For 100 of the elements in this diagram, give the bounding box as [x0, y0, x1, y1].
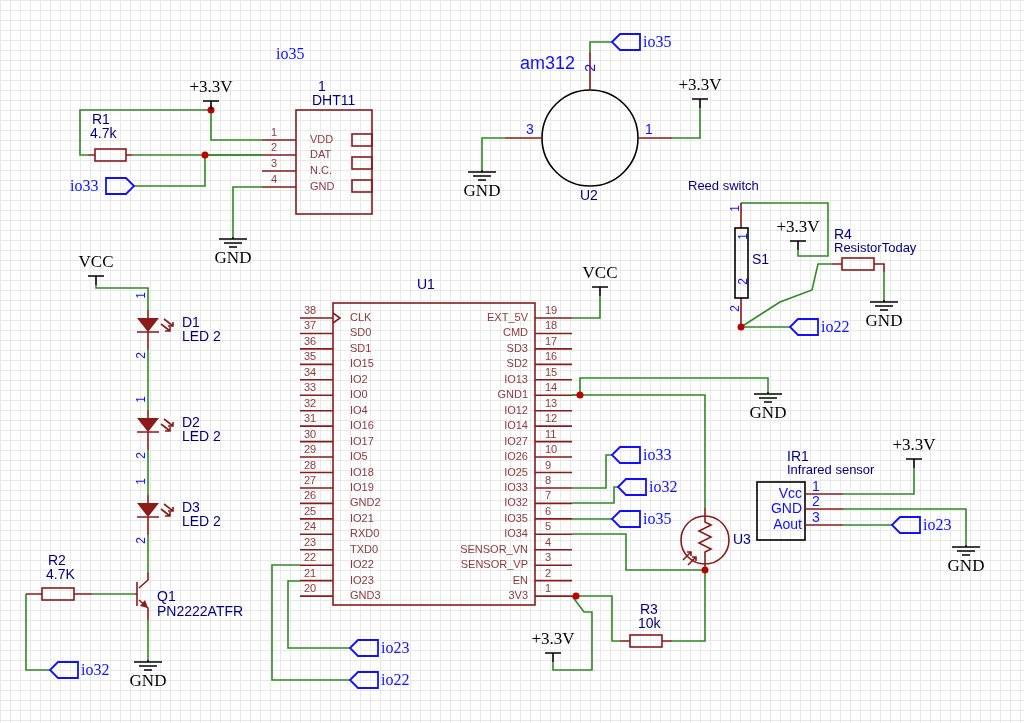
wire [769, 202, 829, 257]
pin-name: IO23 [350, 574, 374, 586]
part-value: LED 2 [182, 514, 221, 528]
resistor-symbol [620, 602, 672, 650]
wire [571, 595, 621, 642]
ic-symbol [300, 276, 572, 607]
wire [481, 137, 506, 171]
pin-name: IO13 [504, 373, 528, 385]
pin-name: SENSOR_VP [460, 559, 528, 571]
wire [671, 107, 701, 139]
pin-name: Vcc [778, 486, 802, 500]
reference-designator: D3 [182, 500, 200, 514]
pin-number: 1 [737, 233, 749, 240]
wire [287, 580, 351, 649]
ground-label: GND [946, 557, 986, 574]
ground-label: GND [128, 672, 168, 689]
pin-name: GND [310, 181, 335, 192]
wire [147, 534, 149, 573]
pin-name: TXD0 [350, 543, 379, 555]
resistor-symbol [88, 112, 132, 164]
resistor-symbol [26, 553, 92, 602]
pin-number: 2 [135, 352, 147, 359]
pin-name: GND2 [350, 497, 381, 509]
net-label: io33 [643, 447, 672, 463]
pin-number: 26 [304, 490, 317, 502]
pin-number: 38 [304, 305, 317, 316]
pin-number: 10 [545, 444, 558, 456]
pin-name: VDD [310, 134, 334, 145]
pin-number: 1 [135, 478, 147, 485]
reference-designator: R4 [834, 227, 852, 241]
pin-name: SD0 [350, 327, 372, 339]
pin-number: 2 [135, 537, 147, 544]
wire [232, 186, 263, 238]
pin-number: 2 [271, 142, 278, 153]
pin-name: DAT [310, 149, 332, 160]
pin-name: IO34 [504, 528, 528, 540]
reference-designator: Q1 [157, 589, 176, 603]
wire [25, 593, 51, 671]
net-label: io35 [643, 34, 672, 50]
pin-name: IO22 [350, 559, 374, 571]
reed-switch-symbol [688, 178, 770, 327]
ground-label: GND [213, 249, 253, 266]
pin-name: EN [512, 574, 528, 586]
pin-name: IO4 [350, 404, 368, 416]
net-label: io32 [649, 479, 678, 495]
wire [147, 619, 149, 661]
reference-designator: IR1 [787, 449, 809, 463]
pin-number: 31 [304, 413, 317, 425]
wire [885, 524, 893, 526]
pin-number: 4 [545, 536, 552, 548]
pin-number: 27 [304, 474, 317, 486]
pin-name: IO17 [350, 435, 374, 447]
pin-name: IO32 [504, 497, 528, 509]
power-label: VCC [77, 253, 115, 270]
pin-name: GND3 [350, 590, 381, 602]
net-flag [70, 177, 134, 195]
pin-name: GND [770, 501, 802, 515]
pin-number: 11 [545, 428, 557, 440]
pin-name: Aout [773, 517, 802, 531]
wire [571, 394, 706, 509]
ic-symbol [262, 78, 374, 216]
sensor-module-symbol [755, 448, 886, 542]
pin-number: 1 [135, 292, 147, 299]
reference-designator: U3 [733, 532, 751, 546]
wire [91, 593, 136, 595]
pin-name: SD3 [506, 342, 528, 354]
wire [95, 284, 149, 311]
net-label: io35 [276, 46, 305, 62]
wire [885, 467, 915, 495]
pin-number: 24 [304, 521, 317, 533]
power-label: +3.3V [775, 218, 821, 235]
pin-number: 3 [526, 122, 534, 136]
pin-name: CLK [350, 312, 372, 323]
pin-name: IO19 [350, 481, 374, 493]
pin-number: 25 [304, 505, 317, 517]
pin-number: 28 [304, 459, 317, 471]
pin-name: IO25 [504, 466, 528, 478]
pin-number: 6 [545, 505, 552, 517]
pin-number: 14 [545, 382, 558, 394]
net-label: io23 [381, 640, 410, 656]
pin-number: 20 [304, 583, 317, 595]
pin-number: 7 [545, 490, 552, 502]
part-value: PN2222ATFR [157, 604, 244, 618]
reference-designator: D2 [182, 415, 200, 429]
pin-number: 33 [304, 382, 317, 394]
wire [883, 271, 885, 301]
pin-name: IO14 [504, 420, 528, 432]
net-label: io33 [70, 178, 99, 194]
component-title: Infrared sensor [787, 463, 875, 476]
pin-number: 1 [812, 479, 820, 493]
reference-designator: U2 [580, 188, 598, 202]
pin-name: N.C. [310, 165, 332, 176]
reference-designator: R2 [48, 553, 66, 567]
pin-number: 5 [545, 521, 552, 533]
pin-number: 16 [545, 351, 558, 363]
power-label: +3.3V [677, 76, 723, 93]
pin-number: 37 [304, 320, 317, 332]
pin-number: 1 [729, 205, 741, 212]
pin-number: 32 [304, 397, 317, 409]
part-value: DHT11 [312, 93, 356, 107]
